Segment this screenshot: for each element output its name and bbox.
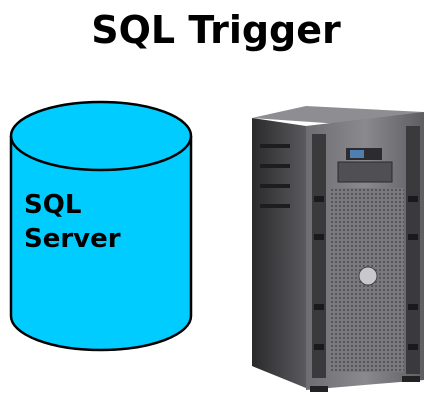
- database-cylinder-icon: [9, 100, 193, 352]
- database-label: SQL Server: [24, 188, 121, 256]
- server-tower-icon: [252, 106, 424, 392]
- database-label-line2: Server: [24, 224, 121, 254]
- database-label-line1: SQL: [24, 190, 82, 220]
- diagram-title: SQL Trigger: [91, 8, 341, 52]
